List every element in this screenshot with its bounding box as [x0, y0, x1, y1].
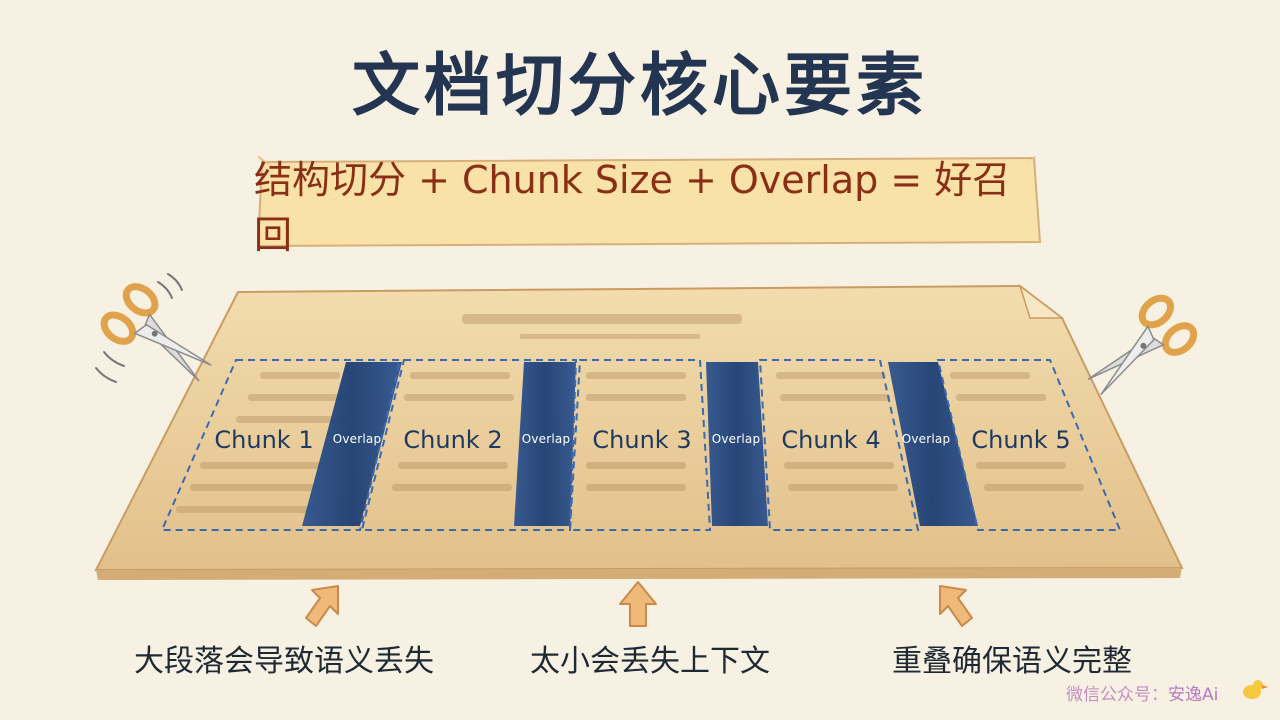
arrows — [305, 581, 973, 627]
formula-text: 结构切分 + Chunk Size + Overlap = 好召回 — [254, 158, 1011, 257]
blurred-text — [176, 314, 1084, 513]
overlap-bands — [302, 362, 978, 526]
chunk-label-1: Chunk 1 — [214, 426, 314, 454]
chunk-label-5: Chunk 5 — [971, 426, 1071, 454]
watermark-prefix: 微信公众号： — [1066, 685, 1168, 705]
overlap-label-1: Overlap — [332, 432, 382, 446]
arrow-up-right-icon — [939, 585, 973, 627]
chunk-box-1 — [160, 359, 402, 531]
chunk-box-3 — [568, 359, 712, 531]
arrow-up-left-icon — [305, 585, 339, 627]
chunk-label-3: Chunk 3 — [592, 426, 692, 454]
overlap-band-4 — [888, 362, 978, 526]
chunk-label-4: Chunk 4 — [781, 426, 881, 454]
watermark: 微信公众号：安逸Ai — [1066, 680, 1218, 705]
chunk-box-5 — [936, 359, 1122, 531]
motion-lines — [95, 273, 183, 383]
chunk-boxes — [160, 359, 1122, 531]
watermark-brand: 安逸Ai — [1168, 685, 1219, 705]
overlap-band-1 — [302, 362, 402, 526]
overlap-band-3 — [706, 362, 768, 526]
duck-icon — [1243, 680, 1268, 699]
scissors-left-icon — [100, 283, 212, 382]
overlap-band-2 — [514, 362, 576, 526]
overlap-label-4: Overlap — [901, 432, 951, 446]
caption-large-paragraph: 大段落会导致语义丢失 — [134, 644, 434, 679]
overlap-label-3: Overlap — [711, 432, 761, 446]
chunk-box-4 — [758, 359, 920, 531]
caption-too-small: 太小会丢失上下文 — [530, 644, 770, 679]
chunk-label-2: Chunk 2 — [403, 426, 503, 454]
page-title: 文档切分核心要素 — [351, 47, 928, 126]
formula-banner — [256, 156, 1042, 248]
paper-curl — [1018, 283, 1065, 319]
overlap-label-2: Overlap — [521, 432, 571, 446]
caption-overlap: 重叠确保语义完整 — [892, 644, 1132, 679]
scissors-right-icon — [1087, 294, 1198, 396]
chunk-box-2 — [360, 359, 578, 531]
arrow-up-center-icon — [619, 581, 657, 627]
